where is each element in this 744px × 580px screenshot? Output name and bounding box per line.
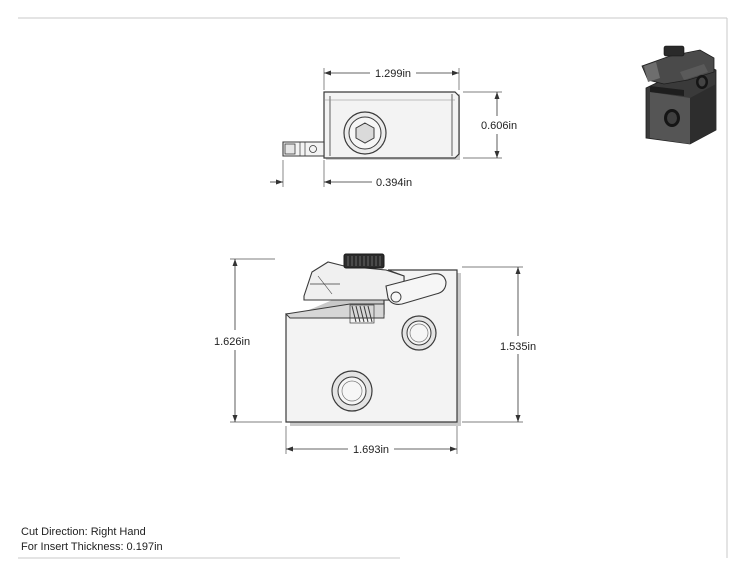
top-view: 1.299in 0.606in 0.394in <box>270 68 517 189</box>
dim-front-width: 1.693in <box>353 444 389 456</box>
notes: Cut Direction: Right Hand For Insert Thi… <box>21 526 163 553</box>
spring <box>349 304 375 324</box>
isometric-thumbnail <box>641 45 717 145</box>
dim-top-offset: 0.394in <box>376 177 412 189</box>
dim-top-height: 0.606in <box>481 120 517 132</box>
dim-front-right-height: 1.535in <box>500 341 536 353</box>
dim-top-width: 1.299in <box>375 68 411 80</box>
sheet-border <box>18 17 728 559</box>
note-cut-direction: Cut Direction: Right Hand <box>21 526 146 538</box>
dim-front-left-height: 1.626in <box>214 336 250 348</box>
front-view: 1.626in 1.535in 1.693in <box>214 253 536 456</box>
note-insert-thickness: For Insert Thickness: 0.197in <box>21 541 163 553</box>
